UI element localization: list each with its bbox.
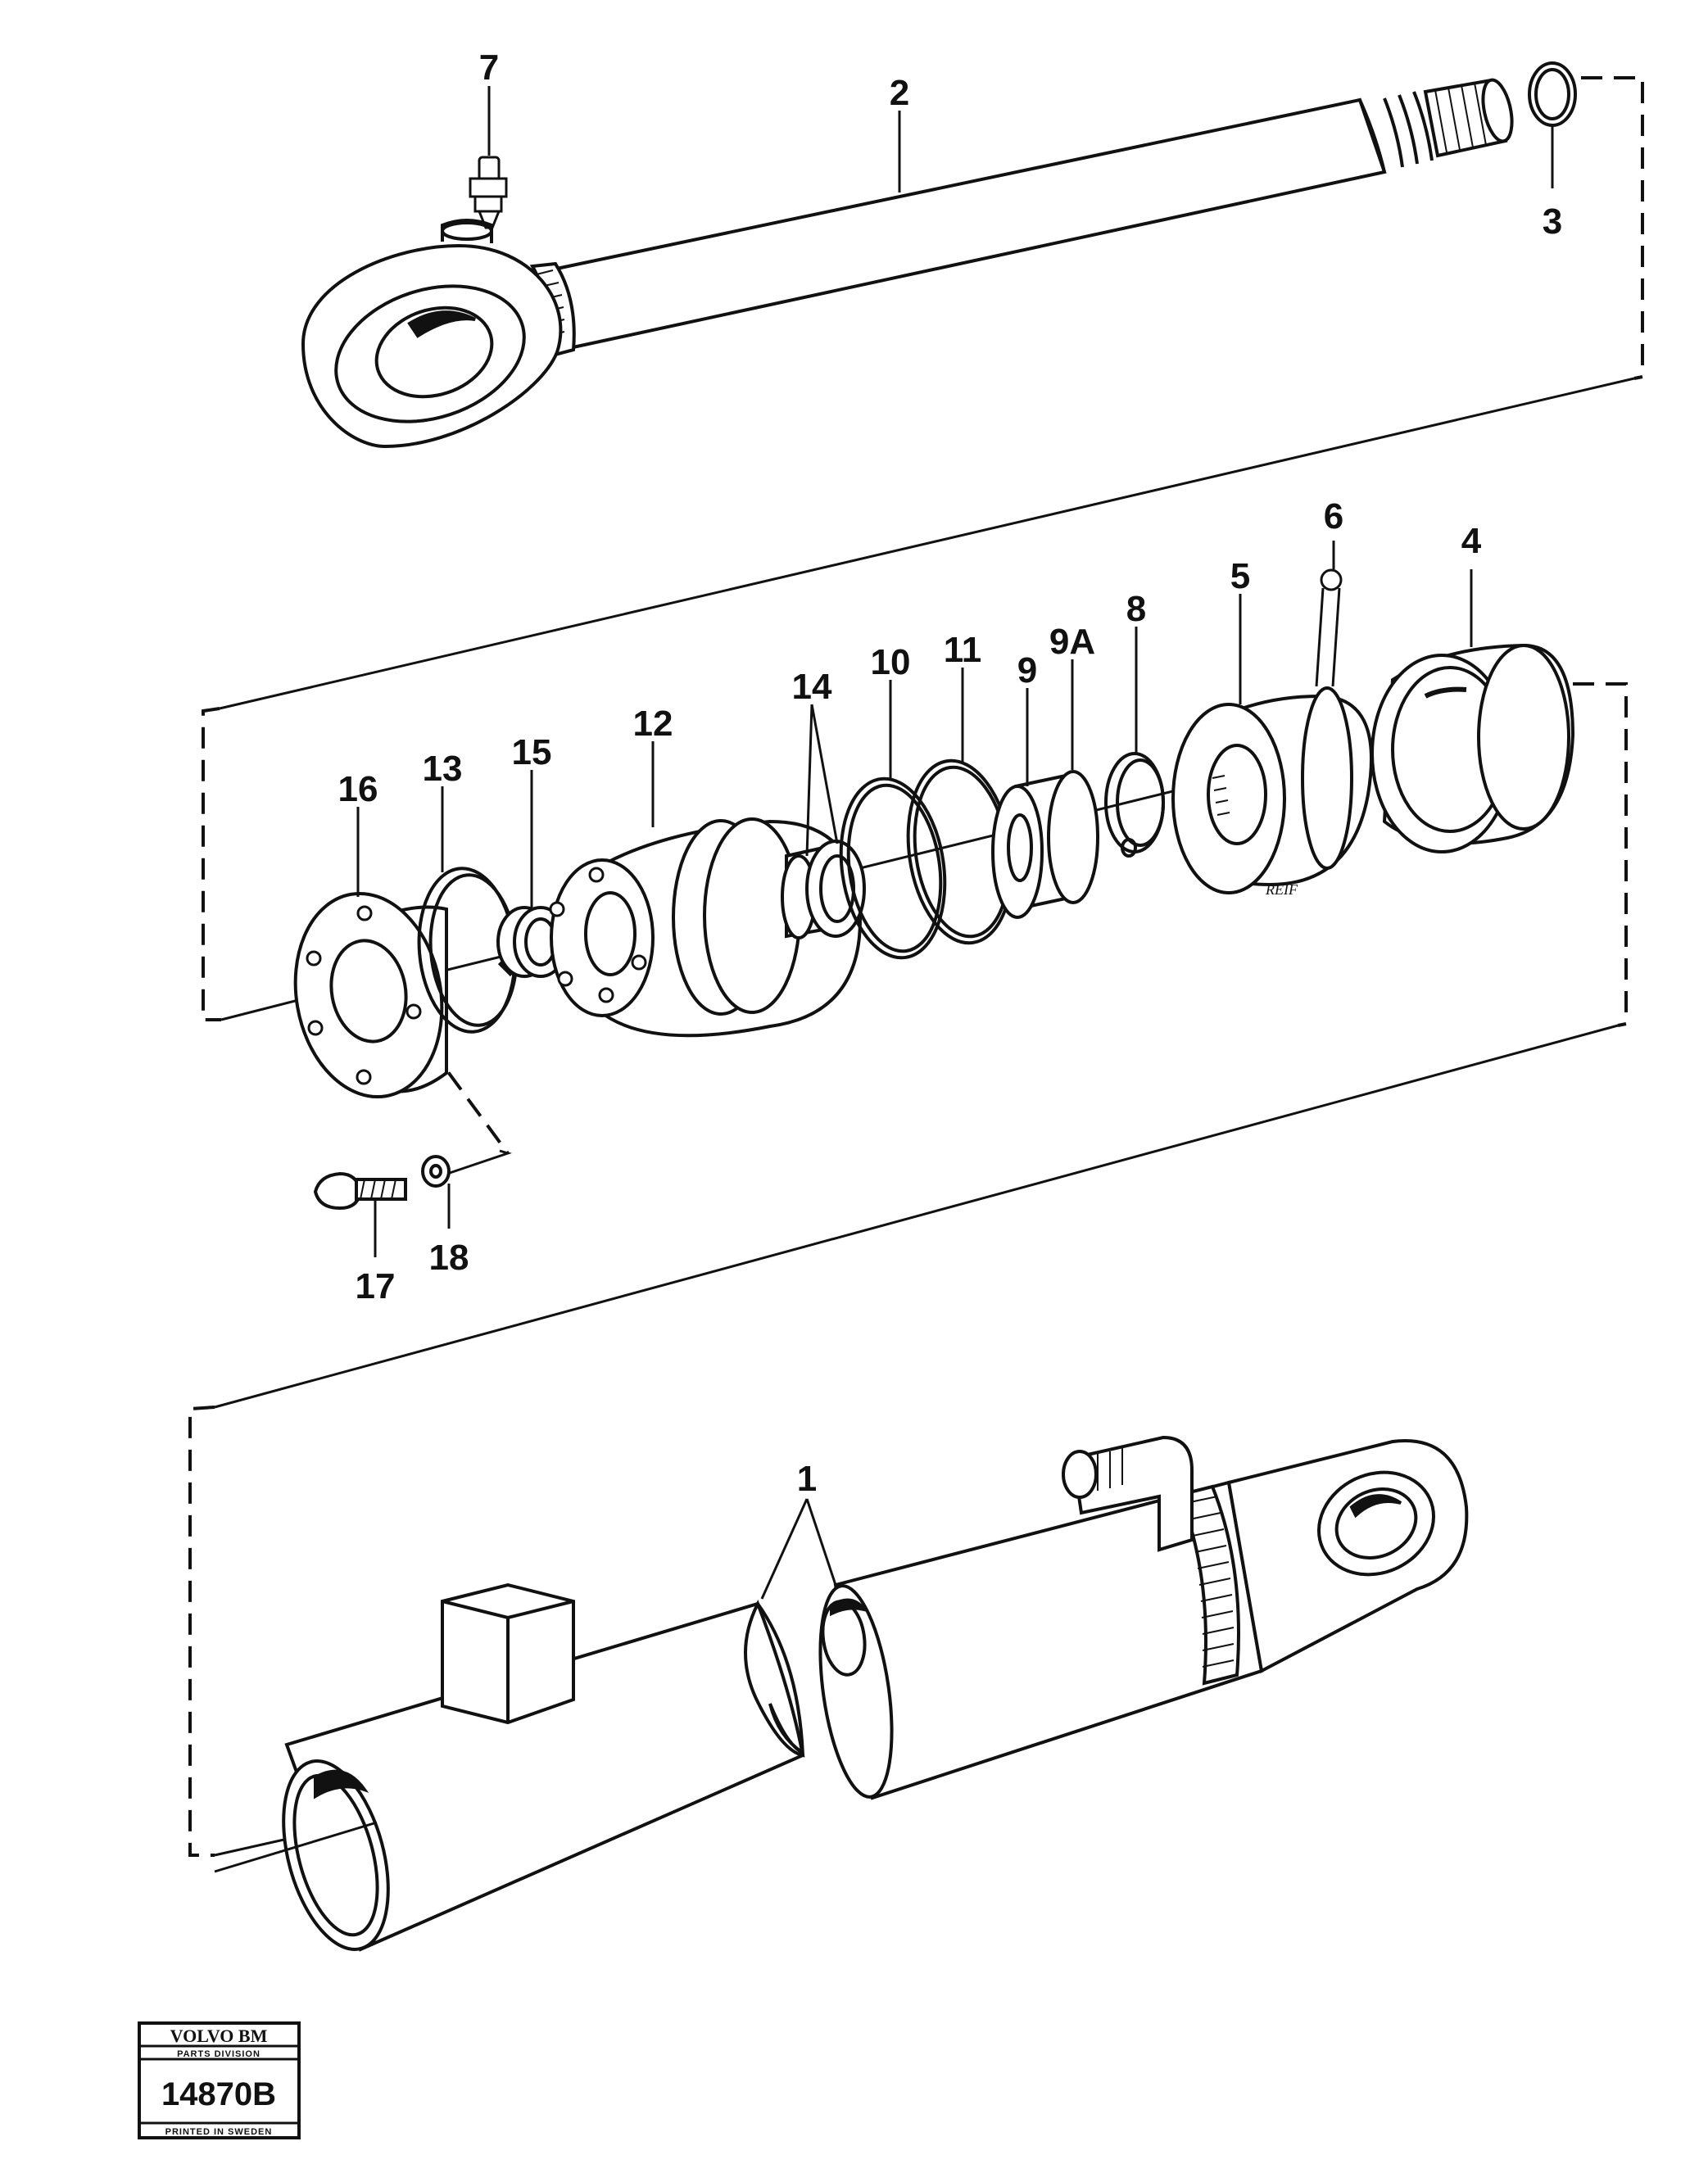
frame-middle-right bbox=[1540, 682, 1628, 1027]
callout-1: 1 bbox=[797, 1459, 817, 1499]
callout-8: 8 bbox=[1126, 589, 1146, 629]
frame-middle-left bbox=[202, 707, 221, 1021]
piston-rod bbox=[301, 78, 1514, 449]
callout-11: 11 bbox=[944, 630, 982, 670]
stamp-drawing-number: 14870B bbox=[161, 2076, 276, 2112]
lock-ring-part-8 bbox=[1104, 752, 1165, 858]
callout-17: 17 bbox=[356, 1266, 396, 1306]
callout-14: 14 bbox=[792, 667, 832, 707]
explosion-frames bbox=[188, 76, 1644, 1857]
callout-16: 16 bbox=[338, 769, 378, 809]
leader-lines bbox=[356, 86, 1554, 1600]
bolt-leader bbox=[408, 1018, 510, 1155]
callout-13: 13 bbox=[423, 749, 463, 789]
bolt-part-17 bbox=[313, 1171, 407, 1211]
callout-4: 4 bbox=[1461, 521, 1482, 561]
flange-part-16 bbox=[293, 891, 448, 1099]
ring-part-10 bbox=[839, 776, 947, 960]
callout-6: 6 bbox=[1324, 496, 1343, 536]
guide-part-4 bbox=[1370, 643, 1575, 853]
stamp-printed-in: PRINTED IN SWEDEN bbox=[165, 2127, 273, 2137]
tube-elbow-fitting bbox=[1071, 1435, 1194, 1552]
callout-9: 9 bbox=[1017, 650, 1037, 690]
rod-body bbox=[546, 97, 1387, 351]
ring-part-3 bbox=[1528, 61, 1577, 127]
callout-18: 18 bbox=[429, 1238, 469, 1278]
cotter-pin-part-6 bbox=[1315, 568, 1343, 687]
callout-12: 12 bbox=[633, 704, 673, 744]
frame-top bbox=[1581, 76, 1644, 380]
draftsman-signature: REIF bbox=[1265, 881, 1298, 898]
callout-3: 3 bbox=[1543, 201, 1562, 242]
callout-9a: 9A bbox=[1049, 622, 1095, 662]
piston-part-5 bbox=[1171, 686, 1373, 894]
bushing-part-14 bbox=[781, 840, 866, 939]
piston-seal-part-9 bbox=[991, 770, 1099, 919]
stamp-division: PARTS DIVISION bbox=[177, 2049, 261, 2059]
washer-part-18 bbox=[421, 1155, 451, 1188]
cylinder-tube bbox=[214, 1435, 1469, 1952]
callout-15: 15 bbox=[512, 732, 552, 772]
callout-labels: 1 2 3 4 5 6 7 8 9 9A 10 11 12 13 14 15 1… bbox=[338, 48, 1563, 1499]
volvo-bm-stamp: VOLVO BM PARTS DIVISION 14870B PRINTED I… bbox=[138, 2021, 301, 2139]
stamp-brand: VOLVO BM bbox=[170, 2026, 268, 2046]
frame-bottom-left bbox=[188, 1406, 215, 1857]
callout-5: 5 bbox=[1230, 556, 1250, 596]
callout-2: 2 bbox=[890, 73, 909, 113]
callout-7: 7 bbox=[479, 48, 499, 88]
grease-nipple bbox=[469, 156, 508, 229]
callout-10: 10 bbox=[871, 642, 911, 682]
